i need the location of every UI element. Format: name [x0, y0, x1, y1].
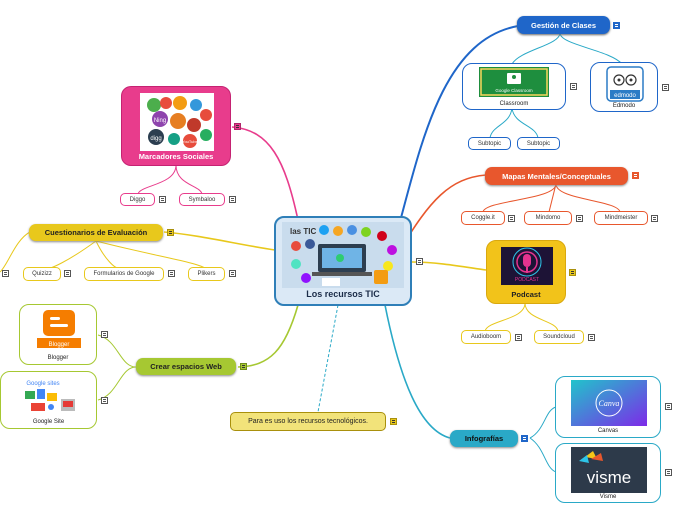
blogger-logo-text: Blogger [49, 342, 70, 348]
crear-espacios-topic[interactable]: Crear espacios Web [136, 358, 236, 375]
google-sites-logo-image: Google sites [25, 381, 75, 411]
google-site-node[interactable]: Google sites Google Site [0, 371, 97, 429]
podcast-item-soundcloud[interactable]: Soundcloud [534, 330, 584, 344]
blogger-label: Blogger [47, 355, 69, 361]
canva-logo-text: Canva [599, 399, 620, 408]
cuestionarios-item-quizizz[interactable]: Quizizz [23, 267, 61, 281]
symbaloo-notes-icon[interactable] [229, 196, 236, 203]
cuestionarios-notes-icon[interactable] [167, 229, 174, 236]
canvas-notes-icon[interactable] [665, 403, 672, 410]
mapas-item-mindomo[interactable]: Mindomo [524, 211, 572, 225]
visme-notes-icon[interactable] [665, 469, 672, 476]
blogger-notes-icon[interactable] [101, 331, 108, 338]
subtopic-1[interactable]: Subtopic [468, 137, 511, 150]
collage-title: las TIC [290, 227, 316, 236]
gestion-clases-topic[interactable]: Gestión de Clases [517, 16, 610, 34]
podcast-notes-icon[interactable] [569, 269, 576, 276]
visme-logo-text: visme [587, 468, 631, 487]
visme-logo-image: visme [571, 447, 647, 493]
coggle-notes-icon[interactable] [508, 215, 515, 222]
edmodo-label: Edmodo [612, 103, 636, 109]
bubble-digg-text: digg [150, 136, 161, 142]
marcadores-label: Marcadores Sociales [138, 152, 214, 161]
visme-node[interactable]: visme Visme [555, 443, 661, 503]
classroom-notes-icon[interactable] [570, 83, 577, 90]
marcadores-notes-icon[interactable] [234, 123, 241, 130]
mapas-topic[interactable]: Mapas Mentales/Conceptuales [485, 167, 628, 185]
classroom-logo-image: Google Classroom [479, 67, 549, 97]
edmodo-logo-image: edmodo [606, 66, 644, 102]
classroom-node[interactable]: Google Classroom Classroom [462, 63, 566, 110]
mapas-item-mindmeister[interactable]: Mindmeister [594, 211, 648, 225]
classroom-label: Classroom [499, 101, 529, 107]
edmodo-notes-icon[interactable] [662, 84, 669, 91]
podcast-logo-text: PODCAST [515, 277, 539, 283]
canvas-node[interactable]: Canva Canvas [555, 376, 661, 438]
diggo-notes-icon[interactable] [159, 196, 166, 203]
tic-collage-image: las TIC [282, 222, 404, 288]
quizizz-notes-icon[interactable] [64, 270, 71, 277]
google-sites-logo-text: Google sites [26, 381, 59, 387]
mapas-item-coggle[interactable]: Coggle.it [461, 211, 505, 225]
mapas-notes-icon[interactable] [632, 172, 639, 179]
visme-label: Visme [599, 494, 617, 500]
soundcloud-notes-icon[interactable] [588, 334, 595, 341]
marcadores-collage-image: Ning digg YouTube [140, 93, 214, 151]
subtopic-2[interactable]: Subtopic [517, 137, 560, 150]
audioboom-notes-icon[interactable] [515, 334, 522, 341]
bubble-ning-text: Ning [154, 118, 166, 124]
central-notes-icon[interactable] [416, 258, 423, 265]
classroom-logo-text: Google Classroom [495, 88, 533, 93]
marcadores-item-diggo[interactable]: Diggo [120, 193, 155, 206]
canvas-label: Canvas [597, 428, 619, 434]
blogger-logo-image: Blogger [37, 310, 81, 348]
formularios-notes-icon[interactable] [168, 270, 175, 277]
podcast-item-audioboom[interactable]: Audioboom [461, 330, 511, 344]
canva-logo-image: Canva [571, 380, 647, 426]
crear-notes-icon[interactable] [240, 363, 247, 370]
edmodo-logo-text: edmodo [614, 93, 636, 99]
bubble-youtube-text: YouTube [182, 139, 198, 144]
podcast-topic[interactable]: PODCAST Podcast [486, 240, 566, 304]
marcadores-item-symbaloo[interactable]: Symbaloo [179, 193, 225, 206]
recursos-note-notes-icon[interactable] [390, 418, 397, 425]
infografias-notes-icon[interactable] [521, 435, 528, 442]
google-site-notes-icon[interactable] [101, 397, 108, 404]
podcast-logo-image: PODCAST [501, 247, 553, 285]
gestion-notes-icon[interactable] [613, 22, 620, 29]
marcadores-topic[interactable]: Ning digg YouTube Marcadores Sociales [121, 86, 231, 166]
cuestionarios-topic[interactable]: Cuestionarios de Evaluación [29, 224, 163, 241]
cuestionarios-item-plikers[interactable]: Plikers [188, 267, 225, 281]
infografias-topic[interactable]: Infografías [450, 430, 518, 447]
recursos-note-topic[interactable]: Para es uso los recursos tecnológicos. [230, 412, 386, 431]
blogger-node[interactable]: Blogger Blogger [19, 304, 97, 365]
podcast-label: Podcast [511, 290, 541, 299]
mindomo-notes-icon[interactable] [576, 215, 583, 222]
central-topic-label: Los recursos TIC [306, 289, 380, 299]
central-topic[interactable]: las TIC Los recursos TIC [274, 216, 412, 306]
mindmeister-notes-icon[interactable] [651, 215, 658, 222]
cuestionarios-item-formularios[interactable]: Formularios de Google [84, 267, 164, 281]
edmodo-node[interactable]: edmodo Edmodo [590, 62, 658, 112]
google-site-label: Google Site [32, 419, 65, 425]
plikers-notes-icon[interactable] [229, 270, 236, 277]
cuestionarios-offscreen-notes-icon[interactable] [2, 270, 9, 277]
